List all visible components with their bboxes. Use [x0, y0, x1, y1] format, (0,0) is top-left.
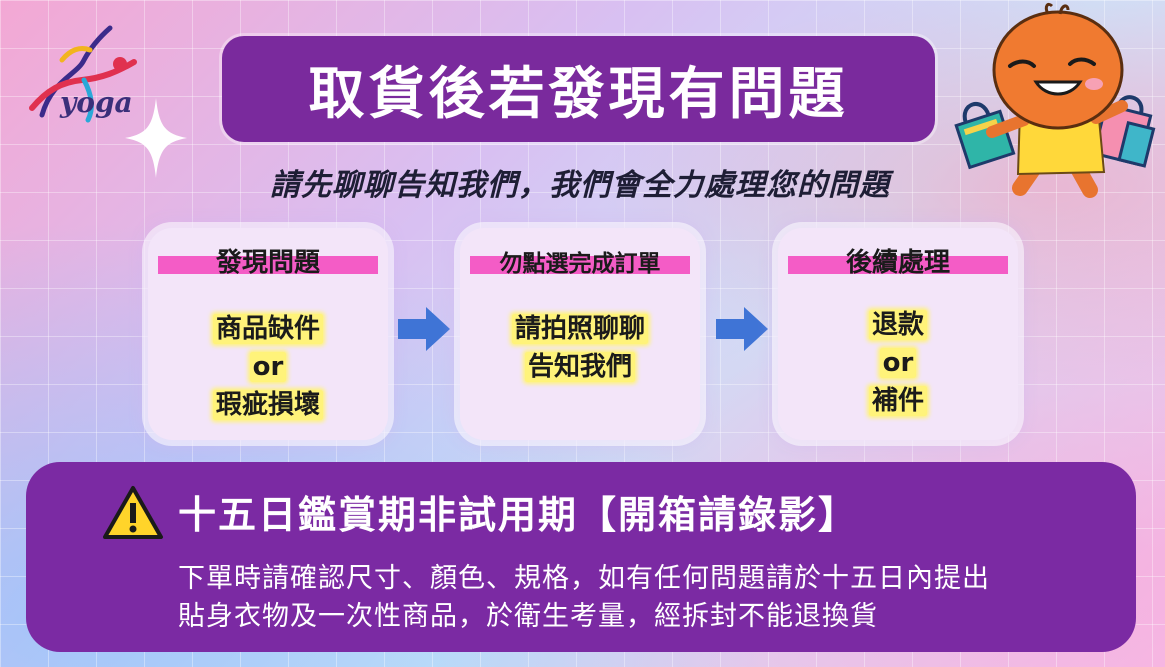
yoga-dancer-logo-icon: [29, 25, 137, 123]
step-line: 瑕疵損壞: [212, 390, 323, 420]
subtitle: 請先聊聊告知我們，我們會全力處理您的問題: [270, 168, 890, 203]
step-body: 商品缺件 or 瑕疵損壞: [148, 310, 388, 424]
title-banner: 取貨後若發現有問題: [222, 36, 935, 142]
mascot-shopping-icon: [954, 2, 1156, 198]
step-line: 補件: [868, 386, 927, 416]
step-line: or: [879, 348, 917, 378]
step-heading-bar: [470, 256, 690, 274]
step-line: 商品缺件: [212, 314, 323, 344]
notice-title: 十五日鑑賞期非試用期【開箱請錄影】: [178, 493, 859, 537]
warning-icon: [103, 486, 163, 539]
step-heading: 發現問題: [215, 248, 320, 278]
step-body: 請拍照聊聊 告知我們: [460, 310, 700, 386]
sparkle-icon: [125, 98, 187, 178]
step-line: 告知我們: [524, 352, 635, 382]
notice-line: 下單時請確認尺寸、顏色、規格，如有任何問題請於十五日內提出: [178, 563, 990, 594]
step-heading: 後續處理: [845, 248, 950, 278]
step-body: 退款 or 補件: [778, 306, 1018, 420]
step-heading-bar: [158, 256, 378, 274]
step-heading: 勿點選完成訂單: [499, 251, 661, 277]
step-line: 請拍照聊聊: [511, 314, 648, 344]
logo-text: yoga: [60, 86, 133, 119]
step-line: 退款: [868, 310, 927, 340]
arrow-right-icon: [398, 307, 450, 351]
step-card-followup: 後續處理 退款 or 補件: [778, 228, 1018, 440]
arrow-right-icon: [716, 307, 768, 351]
step-line: or: [249, 352, 287, 382]
step-card-discover: 發現問題 商品缺件 or 瑕疵損壞: [148, 228, 388, 440]
step-heading-bar: [788, 256, 1008, 274]
notice-line: 貼身衣物及一次性商品，於衛生考量，經拆封不能退換貨: [178, 601, 878, 632]
page-title: 取貨後若發現有問題: [308, 61, 849, 127]
notice-panel: 十五日鑑賞期非試用期【開箱請錄影】 下單時請確認尺寸、顏色、規格，如有任何問題請…: [26, 462, 1136, 652]
step-card-contact: 勿點選完成訂單 請拍照聊聊 告知我們: [460, 228, 700, 440]
